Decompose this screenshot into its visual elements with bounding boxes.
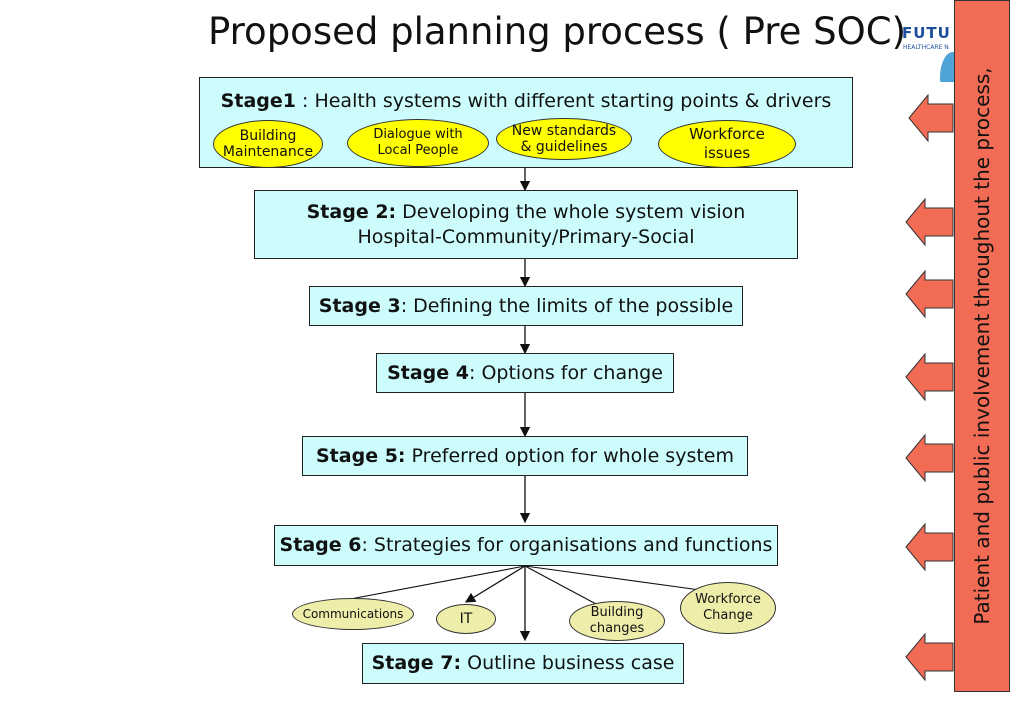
involvement-arrow-4 [905,352,954,402]
involvement-arrow-6 [905,522,954,572]
stage-2-text-line2: Hospital-Community/Primary-Social [357,226,695,248]
page-title: Proposed planning process ( Pre SOC) [208,10,907,53]
function-communications: Communications [292,598,414,630]
stage-7-box: Stage 7: Outline business case [362,643,684,684]
stage-1-title: Stage1 [220,90,296,112]
stage-5-text: Preferred option for whole system [405,445,734,467]
involvement-arrows [905,93,954,682]
function-it: IT [436,604,496,634]
stage-4-title: Stage 4 [387,362,470,384]
arrow-stage6-it [464,565,526,603]
driver-new-standards: New standards& guidelines [496,118,632,160]
stage-2-box: Stage 2: Developing the whole system vis… [254,190,798,259]
stage-6-box: Stage 6: Strategies for organisations an… [274,525,778,566]
stage-3-box: Stage 3: Defining the limits of the poss… [309,286,743,326]
stage-1-text: : Health systems with different starting… [295,90,832,112]
involvement-arrow-1 [908,93,954,143]
stage-2-text: Developing the whole system vision [396,201,746,223]
stage-3-title: Stage 3 [318,295,401,317]
involvement-arrow-7 [905,632,954,682]
stage-7-text: Outline business case [461,652,675,674]
stage-3-text: : Defining the limits of the possible [400,295,734,317]
stage-5-title: Stage 5: [316,445,406,467]
patient-involvement-label: Patient and public involvement throughou… [970,67,994,625]
link-stage6-communications [344,565,526,601]
stage-4-text: : Options for change [469,362,663,384]
stage-4-box: Stage 4: Options for change [376,353,674,393]
patient-involvement-bar [954,0,1010,692]
link-stage6-building-changes [524,565,597,605]
involvement-arrow-3 [905,269,954,319]
stage-6-title: Stage 6 [279,534,362,556]
stage-6-text: : Strategies for organisations and funct… [361,534,773,556]
involvement-arrow-5 [905,433,954,483]
stage-7-title: Stage 7: [371,652,462,674]
stage-2-title: Stage 2: [306,201,397,223]
involvement-arrow-2 [905,197,954,247]
stage-5-box: Stage 5: Preferred option for whole syst… [302,436,748,476]
logo-subtitle: HEALTHCARE N [903,44,949,51]
link-stage6-workforce-change [524,565,701,591]
logo-word: FUTU [902,24,951,42]
